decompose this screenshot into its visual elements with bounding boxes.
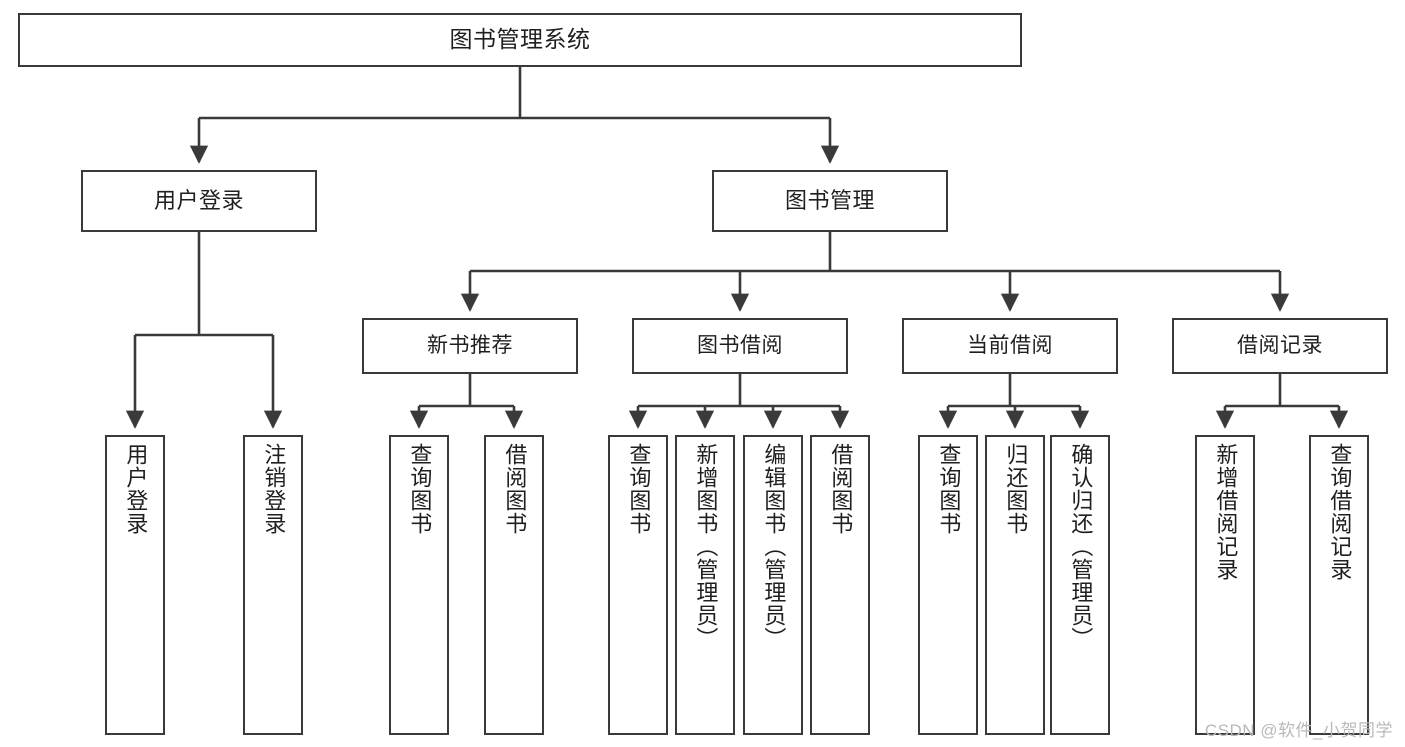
node-label: 借阅图书 (502, 443, 528, 535)
node-label: 用户登录 (153, 188, 244, 214)
node-label: 图书借阅 (697, 333, 783, 357)
node-label: 查询图书 (407, 443, 433, 535)
node-label: 用户登录 (123, 443, 149, 535)
node-label: 借阅记录 (1237, 333, 1323, 357)
node-label: 新书推荐 (427, 333, 513, 357)
node-book-management[interactable]: 图书管理 (712, 170, 948, 232)
leaf-add-book[interactable]: 新增图书（管理员） (675, 435, 735, 735)
leaf-add-record[interactable]: 新增借阅记录 (1195, 435, 1255, 735)
node-borrow-record[interactable]: 借阅记录 (1172, 318, 1388, 374)
node-label: 注销登录 (261, 443, 287, 535)
leaf-query-book-3[interactable]: 查询图书 (918, 435, 978, 735)
node-label: 当前借阅 (967, 333, 1053, 357)
leaf-confirm-return[interactable]: 确认归还（管理员） (1050, 435, 1110, 735)
leaf-edit-book[interactable]: 编辑图书（管理员） (743, 435, 803, 735)
node-current-borrow[interactable]: 当前借阅 (902, 318, 1118, 374)
leaf-logout-login[interactable]: 注销登录 (243, 435, 303, 735)
node-book-borrow[interactable]: 图书借阅 (632, 318, 848, 374)
node-root-system[interactable]: 图书管理系统 (18, 13, 1022, 67)
node-label: 查询图书 (936, 443, 962, 535)
leaf-borrow-book-2[interactable]: 借阅图书 (810, 435, 870, 735)
leaf-user-login[interactable]: 用户登录 (105, 435, 165, 735)
node-label: 归还图书 (1003, 443, 1029, 535)
leaf-query-book-1[interactable]: 查询图书 (389, 435, 449, 735)
leaf-borrow-book-1[interactable]: 借阅图书 (484, 435, 544, 735)
node-new-book-recommend[interactable]: 新书推荐 (362, 318, 578, 374)
node-label: 查询借阅记录 (1327, 443, 1353, 581)
leaf-return-book[interactable]: 归还图书 (985, 435, 1045, 735)
node-label: 编辑图书（管理员） (761, 443, 787, 650)
node-label: 查询图书 (626, 443, 652, 535)
node-label: 图书管理系统 (449, 26, 591, 53)
node-user-login[interactable]: 用户登录 (81, 170, 317, 232)
node-label: 图书管理 (784, 188, 875, 214)
leaf-query-record[interactable]: 查询借阅记录 (1309, 435, 1369, 735)
node-label: 确认归还（管理员） (1068, 443, 1094, 650)
leaf-query-book-2[interactable]: 查询图书 (608, 435, 668, 735)
node-label: 借阅图书 (828, 443, 854, 535)
node-label: 新增借阅记录 (1213, 443, 1239, 581)
node-label: 新增图书（管理员） (693, 443, 719, 650)
csdn-watermark: CSDN @软件_小贺同学 (1204, 721, 1393, 740)
